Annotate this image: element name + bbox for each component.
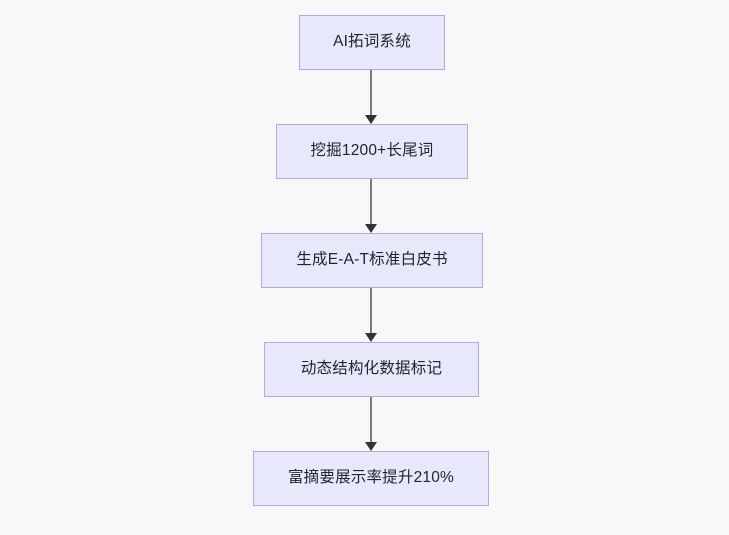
- flow-node-ai-keyword-system[interactable]: AI拓词系统: [299, 15, 445, 70]
- connector-line: [370, 288, 372, 333]
- flow-node-label: 挖掘1200+长尾词: [310, 142, 434, 160]
- connector-line: [370, 179, 372, 224]
- connector-n2-n3: [365, 179, 377, 233]
- flow-node-label: 富摘要展示率提升210%: [287, 469, 455, 487]
- flow-node-dynamic-structured-data-markup[interactable]: 动态结构化数据标记: [264, 342, 479, 397]
- flow-node-label: 生成E-A-T标准白皮书: [296, 251, 448, 269]
- flow-node-label: 动态结构化数据标记: [300, 360, 443, 378]
- flow-node-rich-snippet-rate-increase[interactable]: 富摘要展示率提升210%: [253, 451, 489, 506]
- arrowhead-icon: [365, 115, 377, 124]
- arrowhead-icon: [365, 442, 377, 451]
- connector-n3-n4: [365, 288, 377, 342]
- connector-line: [370, 397, 372, 442]
- arrowhead-icon: [365, 224, 377, 233]
- flow-node-mine-longtail-keywords[interactable]: 挖掘1200+长尾词: [276, 124, 468, 179]
- flow-node-label: AI拓词系统: [333, 33, 411, 51]
- connector-line: [370, 70, 372, 115]
- flow-node-generate-eat-whitepaper[interactable]: 生成E-A-T标准白皮书: [261, 233, 483, 288]
- arrowhead-icon: [365, 333, 377, 342]
- connector-n1-n2: [365, 70, 377, 124]
- connector-n4-n5: [365, 397, 377, 451]
